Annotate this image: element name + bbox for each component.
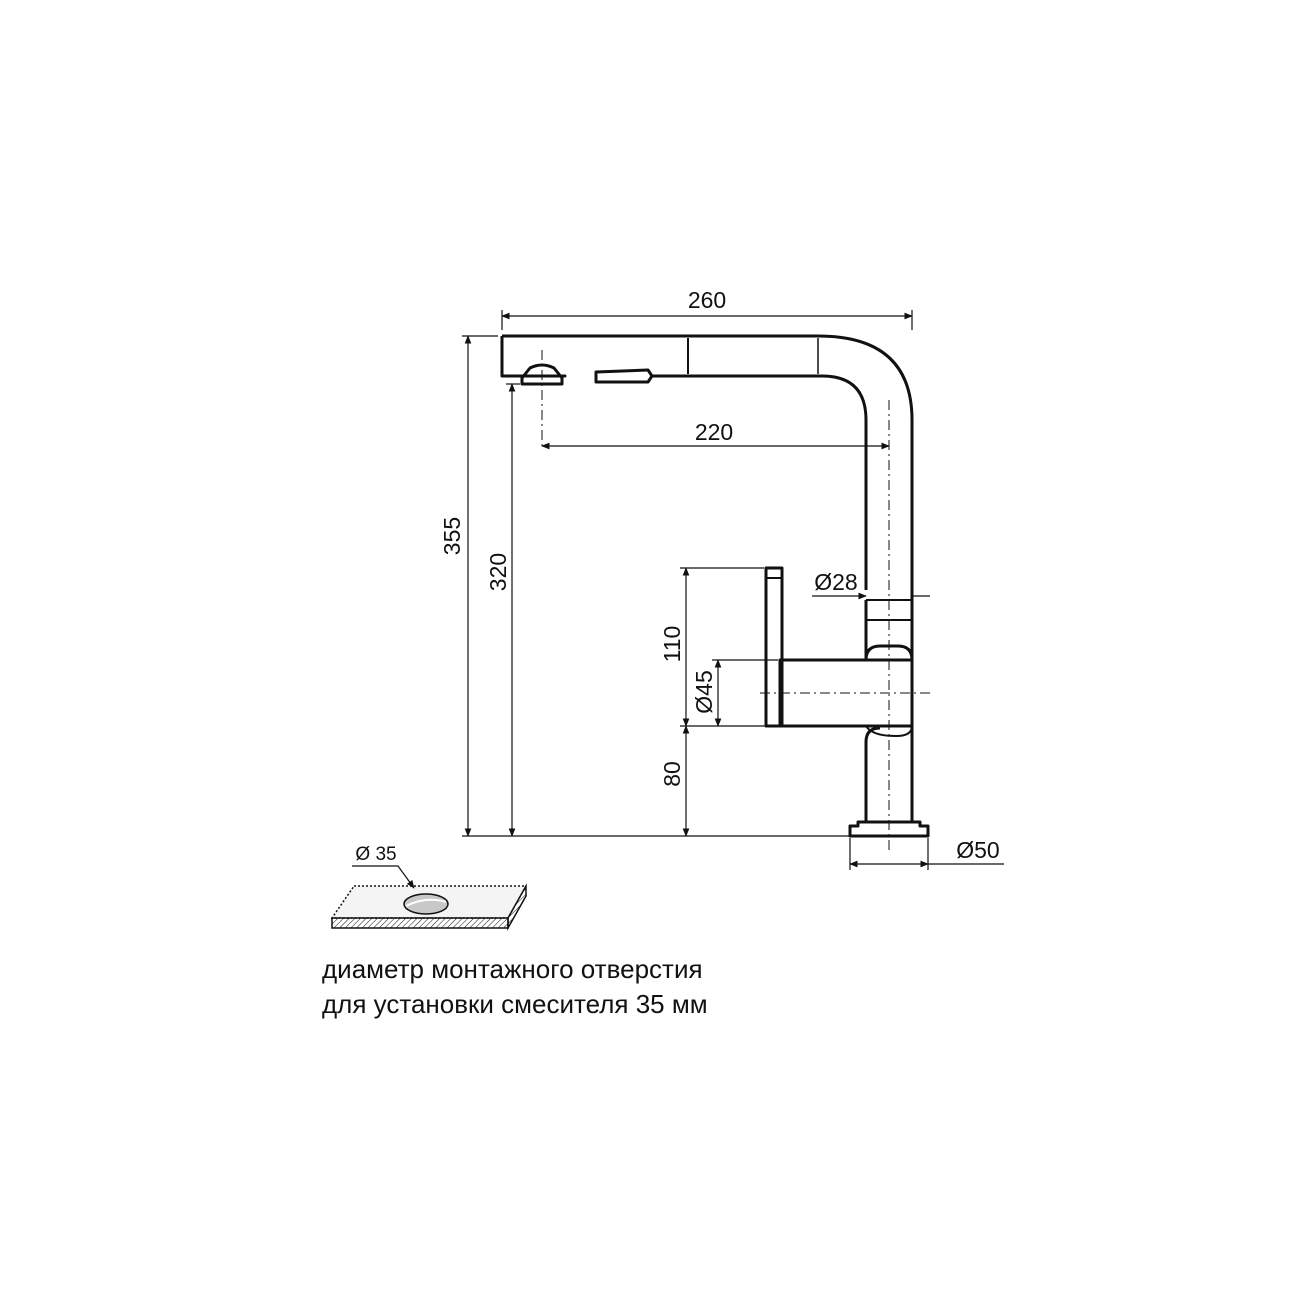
hole-leader-line xyxy=(352,865,415,889)
mounting-note-line1: диаметр монтажного отверстия xyxy=(322,954,703,984)
dimension-lines xyxy=(462,310,1004,870)
dim-label-28: Ø28 xyxy=(814,569,857,595)
pullout-button xyxy=(594,368,654,384)
countertop-illustration xyxy=(330,865,528,931)
dim-label-80: 80 xyxy=(659,761,685,787)
dim-label-110: 110 xyxy=(659,626,685,663)
mounting-note-line2: для установки смесителя 35 мм xyxy=(322,989,708,1019)
dim-label-50: Ø50 xyxy=(956,837,999,863)
dim-label-355: 355 xyxy=(439,517,465,555)
body-lower-curve xyxy=(865,725,913,737)
hole-diameter-label: Ø 35 xyxy=(355,844,396,865)
centerlines xyxy=(541,350,930,850)
countertop-front-face xyxy=(331,917,509,929)
aerator-head xyxy=(520,363,564,386)
mounting-hole xyxy=(403,893,449,915)
faucet-base xyxy=(848,820,930,838)
faucet-outline xyxy=(500,334,930,838)
countertop-side-face xyxy=(507,883,527,931)
dim-label-320: 320 xyxy=(485,553,511,591)
mounting-hole-highlight xyxy=(405,898,447,907)
dim-label-260: 260 xyxy=(688,287,726,313)
dim-label-220: 220 xyxy=(695,419,733,445)
dim-label-45: Ø45 xyxy=(691,670,717,713)
